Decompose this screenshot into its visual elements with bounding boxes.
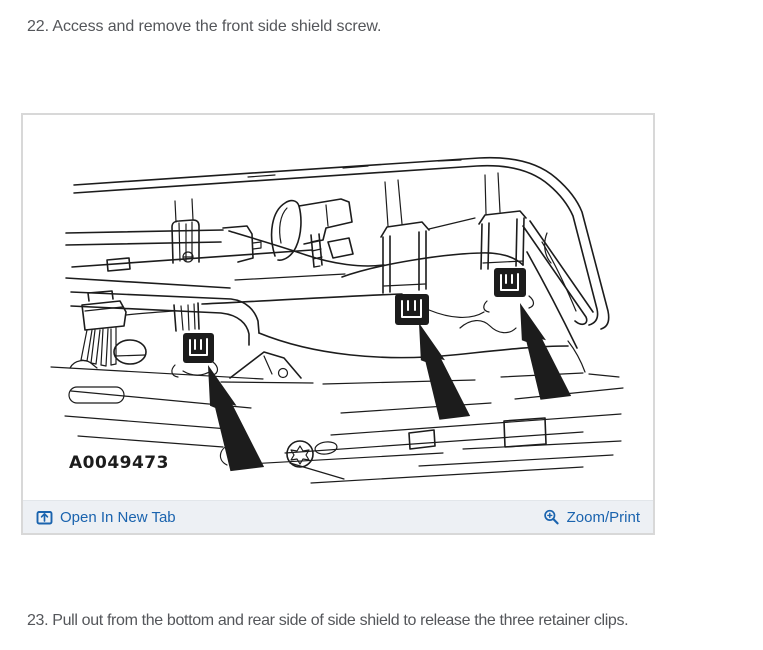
center-bracket <box>228 198 385 268</box>
wiring-connector <box>80 290 175 367</box>
pointer-arrows <box>208 303 572 472</box>
magnifier-plus-icon <box>543 509 560 526</box>
zoom-print-link[interactable]: Zoom/Print <box>543 509 640 526</box>
engine-diagram-svg: A0049473 <box>50 156 624 484</box>
pointer-arrow-3 <box>520 303 572 400</box>
lower-support-lines <box>50 359 624 484</box>
step-23-text: 23. Pull out from the bottom and rear si… <box>27 612 629 629</box>
pointer-arrow-2 <box>419 323 471 420</box>
retainer-clip-3 <box>478 172 535 313</box>
figure-label: A0049473 <box>69 453 169 473</box>
zoom-print-label: Zoom/Print <box>566 508 640 526</box>
hood-and-fender-lines <box>73 156 610 330</box>
engine-contours <box>201 232 586 384</box>
open-in-new-tab-label: Open In New Tab <box>60 508 176 526</box>
engine-diagram: A0049473 <box>23 115 653 500</box>
retainer-clip-2 <box>380 179 476 325</box>
figure-card: A0049473 Open In New Tab Zoom/P <box>21 113 655 535</box>
retainer-clip-1 <box>171 198 219 378</box>
figure-toolbar: Open In New Tab Zoom/Print <box>23 500 653 533</box>
pointer-arrow-1 <box>208 365 265 472</box>
open-in-new-tab-icon <box>36 509 53 526</box>
open-in-new-tab-link[interactable]: Open In New Tab <box>36 509 176 526</box>
step-22-text: 22. Access and remove the front side shi… <box>27 18 382 35</box>
